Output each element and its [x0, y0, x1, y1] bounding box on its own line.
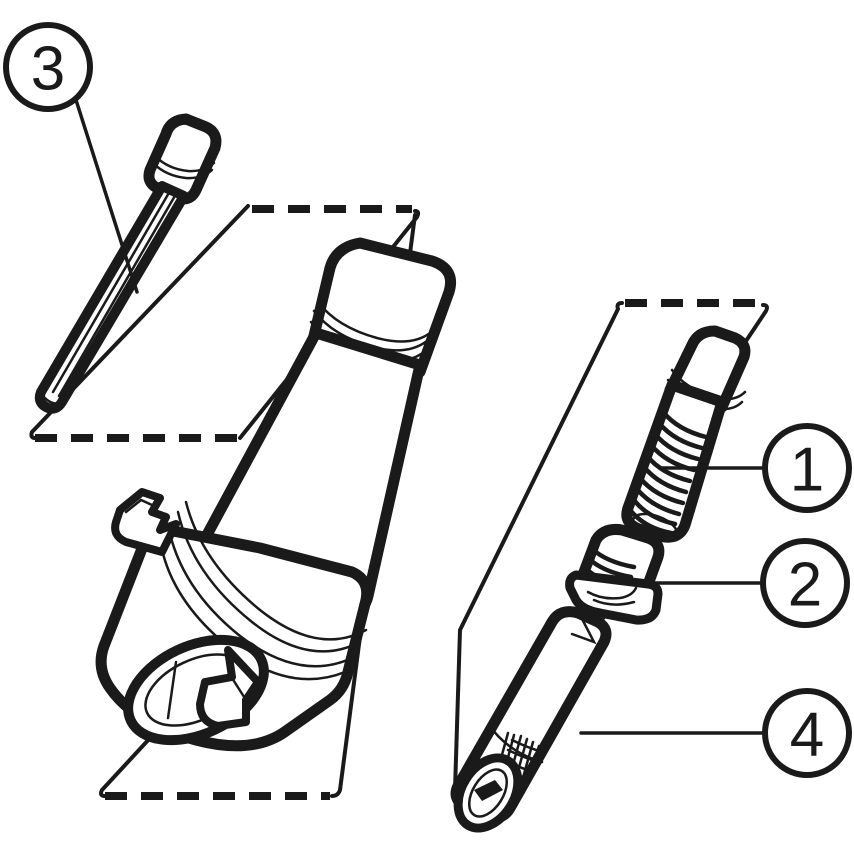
part-tool-holder-body [95, 237, 457, 752]
drive-slot-key-upper-detail [124, 498, 154, 514]
sleeve-end-bore-ring [467, 768, 509, 818]
leader-lines [74, 98, 767, 735]
callout-4[interactable]: 4 [762, 688, 852, 778]
callout-4-label: 4 [790, 701, 824, 770]
flange-groove-3 [176, 510, 362, 653]
guide-edge-left-right-box [453, 301, 624, 792]
callout-3-circle[interactable] [3, 22, 93, 112]
callout-1-circle[interactable] [762, 423, 852, 513]
flange-groove-4 [184, 500, 368, 641]
flange-groove-2 [166, 523, 354, 668]
callout-2[interactable]: 2 [760, 538, 850, 628]
part-threaded-bushing [565, 524, 665, 648]
guide-box-left [29, 204, 421, 800]
callout-1[interactable]: 1 [762, 423, 852, 513]
pin-head [143, 113, 222, 205]
callout-3[interactable]: 3 [3, 22, 93, 112]
bolt-thread-group [628, 409, 709, 536]
guide-edge-right-lower [330, 213, 417, 798]
pin-head-groove-2 [153, 154, 216, 173]
guide-edge-left-upper [29, 204, 250, 440]
bushing-slot [586, 586, 638, 600]
holder-bore-slot-line [166, 660, 178, 720]
part-long-pin [34, 113, 222, 414]
pin-tip-face [39, 391, 60, 406]
callout-2-circle[interactable] [760, 538, 850, 628]
drive-slot-key-lower [196, 646, 262, 730]
drive-slot-key-lower-detail [230, 676, 248, 702]
callout-4-circle[interactable] [762, 688, 852, 778]
pin-shank-highlight-2 [57, 192, 178, 398]
pin-head-groove [151, 161, 214, 180]
sleeve-top-notch [570, 613, 597, 645]
callout-3-label: 3 [31, 35, 65, 104]
part-drive-sleeve [450, 606, 612, 833]
leader-line-3 [74, 98, 139, 294]
guide-box-right [453, 299, 769, 792]
bushing-slot-2 [592, 598, 636, 606]
part-threaded-bolt [621, 325, 751, 568]
guide-edge-right-right-box [710, 303, 769, 394]
callout-2-label: 2 [788, 551, 822, 620]
guide-edge-left-lower [99, 628, 252, 798]
guide-edge-right-upper [238, 209, 421, 440]
pin-shank-highlight [51, 189, 172, 394]
sleeve-end-bore-slot [474, 780, 503, 801]
holder-top-groove-3 [316, 300, 432, 343]
callout-1-label: 1 [790, 436, 824, 505]
